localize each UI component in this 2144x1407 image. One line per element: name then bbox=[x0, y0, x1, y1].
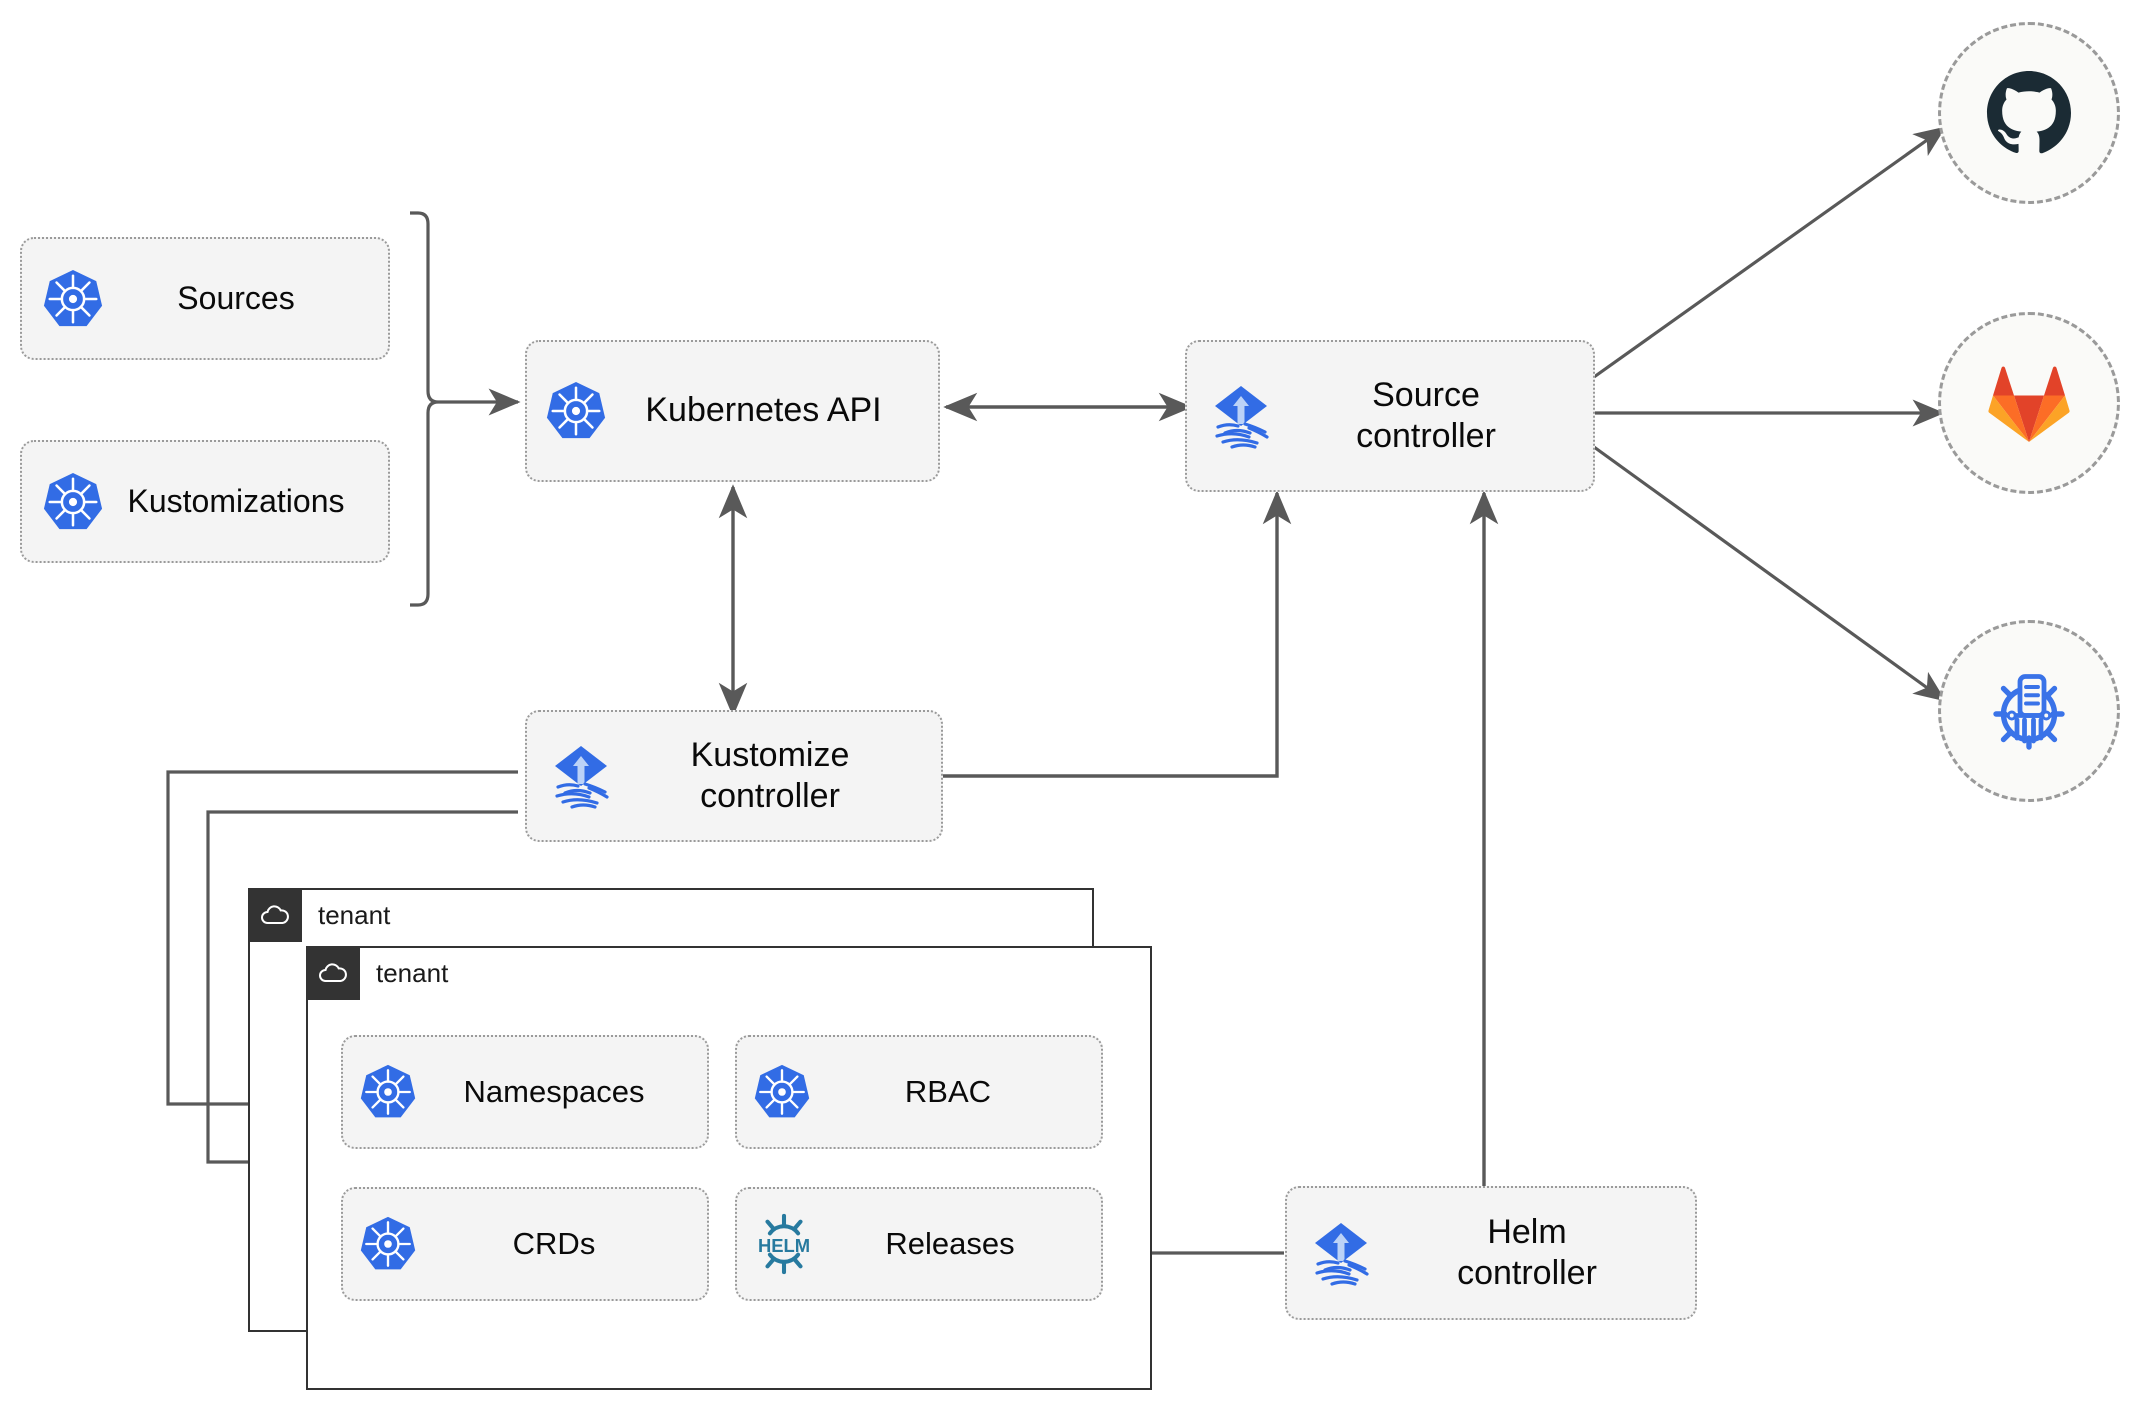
node-kubernetes-api-label: Kubernetes API bbox=[645, 391, 882, 430]
tenant-container-front[interactable]: tenant bbox=[306, 946, 1152, 1390]
node-namespaces-label: Namespaces bbox=[463, 1074, 645, 1110]
gitlab-icon bbox=[1988, 366, 2070, 442]
node-rbac[interactable]: RBAC bbox=[735, 1035, 1103, 1149]
node-kustomize-controller-label: Kustomize controller bbox=[690, 735, 850, 815]
cloud-icon bbox=[248, 888, 302, 942]
flux-icon bbox=[1305, 1217, 1377, 1289]
node-sources-label: Sources bbox=[177, 279, 295, 316]
node-kustomize-controller[interactable]: Kustomize controller bbox=[525, 710, 943, 842]
node-helm-controller[interactable]: Helm controller bbox=[1285, 1186, 1697, 1320]
node-source-controller[interactable]: Source controller bbox=[1185, 340, 1595, 492]
node-helm-controller-label: Helm controller bbox=[1457, 1212, 1597, 1292]
node-gitlab[interactable] bbox=[1938, 312, 2120, 494]
node-github[interactable] bbox=[1938, 22, 2120, 204]
brace-sources-kustomizations bbox=[410, 211, 439, 607]
kubernetes-icon bbox=[42, 268, 104, 330]
kubernetes-icon bbox=[359, 1215, 417, 1273]
tenant-label-front: tenant bbox=[376, 957, 449, 988]
node-kustomizations-label: Kustomizations bbox=[127, 482, 345, 519]
node-releases[interactable]: HELM Releases bbox=[735, 1187, 1103, 1301]
node-crds[interactable]: CRDs bbox=[341, 1187, 709, 1301]
tenant-tab-back: tenant bbox=[248, 888, 390, 942]
tenant-tab-front: tenant bbox=[306, 946, 448, 1000]
cloud-icon bbox=[306, 946, 360, 1000]
kubernetes-icon bbox=[359, 1063, 417, 1121]
node-kustomizations[interactable]: Kustomizations bbox=[20, 440, 390, 563]
svg-text:HELM: HELM bbox=[758, 1235, 810, 1256]
edge-kustomize-to-source-controller bbox=[943, 490, 1292, 778]
node-rbac-label: RBAC bbox=[904, 1074, 992, 1110]
flux-icon bbox=[1205, 380, 1277, 452]
kubernetes-icon bbox=[42, 471, 104, 533]
edge-source-controller-to-github bbox=[1593, 126, 1947, 379]
node-helm-registry[interactable] bbox=[1938, 620, 2120, 802]
kubernetes-icon bbox=[545, 380, 607, 442]
edge-source-controller-to-helm-registry bbox=[1593, 445, 1947, 702]
helm-registry-icon bbox=[1993, 674, 2065, 750]
flux-icon bbox=[545, 740, 617, 812]
kubernetes-icon bbox=[753, 1063, 811, 1121]
github-icon bbox=[1987, 71, 2071, 154]
helm-icon: HELM bbox=[753, 1213, 815, 1275]
node-source-controller-label: Source controller bbox=[1356, 375, 1496, 455]
node-kubernetes-api[interactable]: Kubernetes API bbox=[525, 340, 940, 482]
node-crds-label: CRDs bbox=[512, 1226, 596, 1262]
node-releases-label: Releases bbox=[885, 1226, 1015, 1262]
tenant-label-back: tenant bbox=[318, 899, 391, 930]
node-namespaces[interactable]: Namespaces bbox=[341, 1035, 709, 1149]
node-sources[interactable]: Sources bbox=[20, 237, 390, 360]
edge-kustomize-to-tenant-back bbox=[166, 770, 518, 1118]
